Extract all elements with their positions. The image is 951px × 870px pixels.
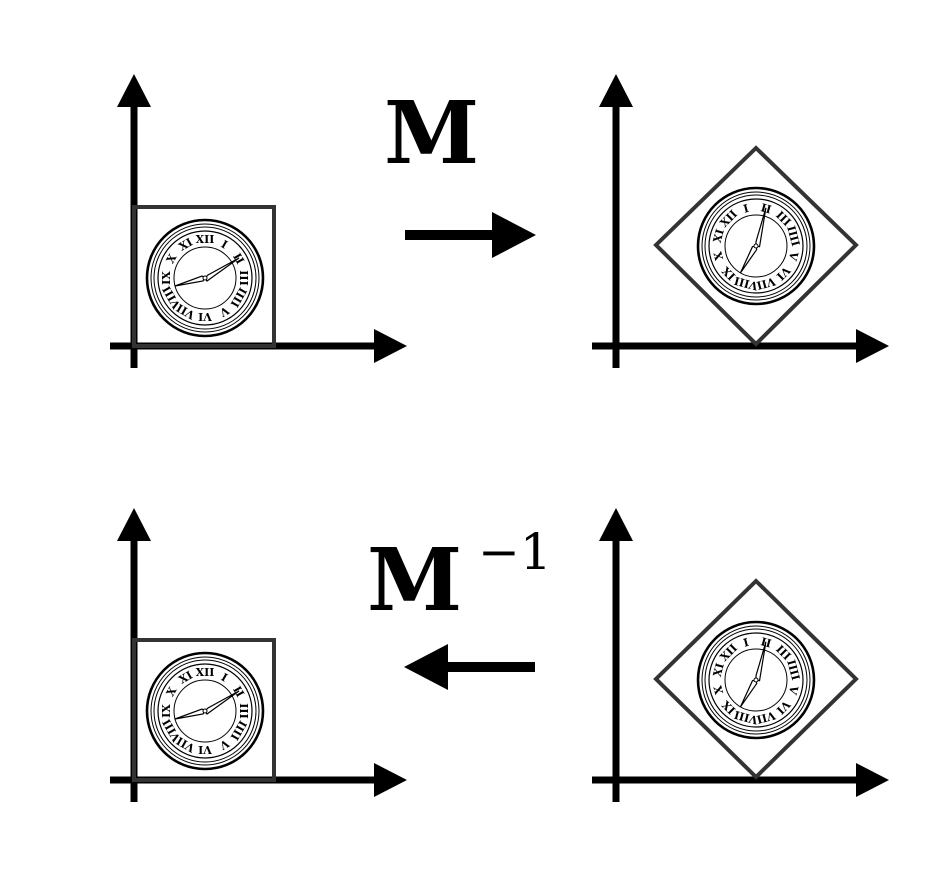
clock-numeral: IX — [160, 271, 173, 285]
forward-transform-label: M — [384, 83, 479, 184]
clock-numeral: III — [237, 703, 250, 718]
clock-numeral: VIII — [733, 708, 760, 727]
clock-numeral: IX — [160, 704, 173, 718]
diamond-frame — [653, 578, 859, 780]
clock-numeral: III — [237, 270, 250, 285]
clock-numeral: VII — [755, 274, 778, 292]
square-frame — [132, 205, 276, 348]
clock-numeral: I — [742, 202, 750, 216]
axes — [110, 508, 407, 802]
square-frame — [132, 638, 276, 782]
clock-numeral: V — [786, 249, 801, 262]
clock-numeral: XI — [711, 662, 727, 679]
clock-numeral: VII — [755, 708, 778, 726]
clock-numeral: XII — [196, 666, 215, 679]
clock-numeral: X — [711, 250, 726, 262]
inverse-arrow-icon — [404, 644, 535, 690]
clock-numeral: VI — [198, 743, 213, 756]
axes — [110, 74, 407, 368]
clock-numeral: IIII — [784, 658, 802, 681]
axes — [592, 508, 889, 802]
clock-numeral: XI — [177, 236, 195, 254]
clock-numeral: I — [742, 636, 750, 650]
clock-numeral: VI — [198, 310, 213, 323]
clock-numeral: I — [219, 238, 230, 252]
clock-numeral: XII — [196, 233, 215, 246]
inverse-transform-label: M −1 — [367, 523, 552, 631]
clock-numeral: XI — [711, 228, 727, 245]
clock-numeral: X — [711, 684, 726, 696]
inverse-transform-exponent: −1 — [478, 523, 552, 581]
forward-arrow-icon — [405, 212, 536, 258]
axes — [592, 74, 889, 368]
diamond-frame — [653, 145, 859, 347]
clock-numeral: IIII — [784, 224, 802, 247]
inverse-transform-base: M — [367, 530, 462, 631]
clock-numeral: XI — [177, 669, 195, 687]
clock-numeral: I — [219, 671, 230, 685]
clock-numeral: V — [786, 683, 801, 696]
clock-numeral: VIII — [733, 274, 760, 293]
